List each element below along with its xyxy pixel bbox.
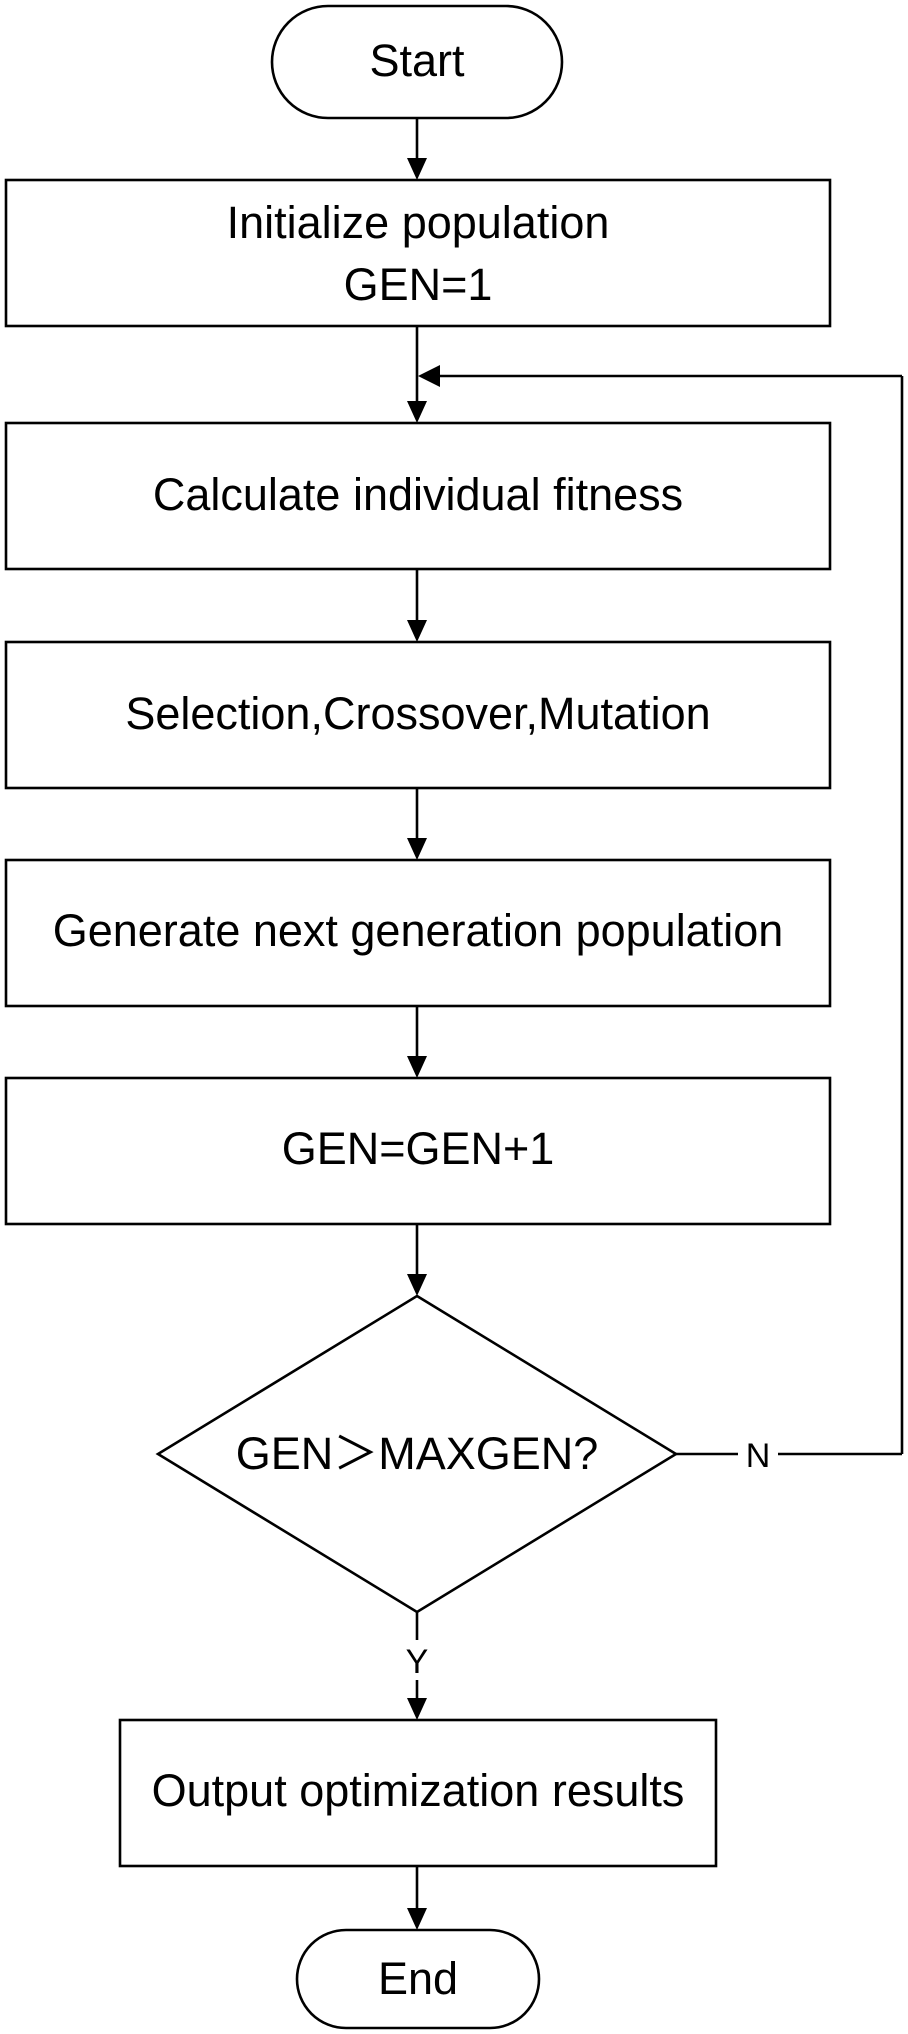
initialize-population-label: Initialize population <box>227 197 610 248</box>
arrow-output-to-end <box>407 1866 427 1930</box>
start-node: Start <box>270 4 564 120</box>
genetic-operators-node: Selection,Crossover,Mutation <box>4 640 832 790</box>
output-results-label: Output optimization results <box>152 1765 685 1816</box>
next-generation-label: Generate next generation population <box>53 905 784 956</box>
start-label: Start <box>369 35 465 86</box>
termination-decision-label: GEN＞MAXGEN? <box>236 1428 599 1479</box>
arrow-next-generation-to-increment <box>407 1006 427 1078</box>
arrow-init-to-fitness <box>407 326 427 423</box>
initialize-population-node: Initialize population GEN=1 <box>4 178 832 328</box>
genetic-operators-label: Selection,Crossover,Mutation <box>125 688 710 739</box>
end-label: End <box>378 1953 458 2004</box>
end-node: End <box>295 1928 541 2030</box>
no-branch-label: N <box>746 1437 771 1475</box>
increment-generation-label: GEN=GEN+1 <box>282 1123 555 1174</box>
yes-branch-label: Y <box>406 1643 429 1681</box>
termination-decision-node: GEN＞MAXGEN? <box>155 1294 679 1614</box>
yes-branch-connector <box>407 1612 427 1720</box>
arrow-increment-to-decision <box>407 1224 427 1296</box>
fitness-node: Calculate individual fitness <box>4 421 832 571</box>
increment-generation-node: GEN=GEN+1 <box>4 1076 832 1226</box>
arrow-start-to-init <box>407 118 427 180</box>
arrow-fitness-to-operators <box>407 569 427 642</box>
output-results-node: Output optimization results <box>118 1718 718 1868</box>
gen-initial-label: GEN=1 <box>344 259 493 310</box>
next-generation-node: Generate next generation population <box>4 858 832 1008</box>
loop-back-connector <box>418 365 904 1456</box>
arrow-operators-to-next-generation <box>407 788 427 860</box>
fitness-label: Calculate individual fitness <box>153 469 683 520</box>
